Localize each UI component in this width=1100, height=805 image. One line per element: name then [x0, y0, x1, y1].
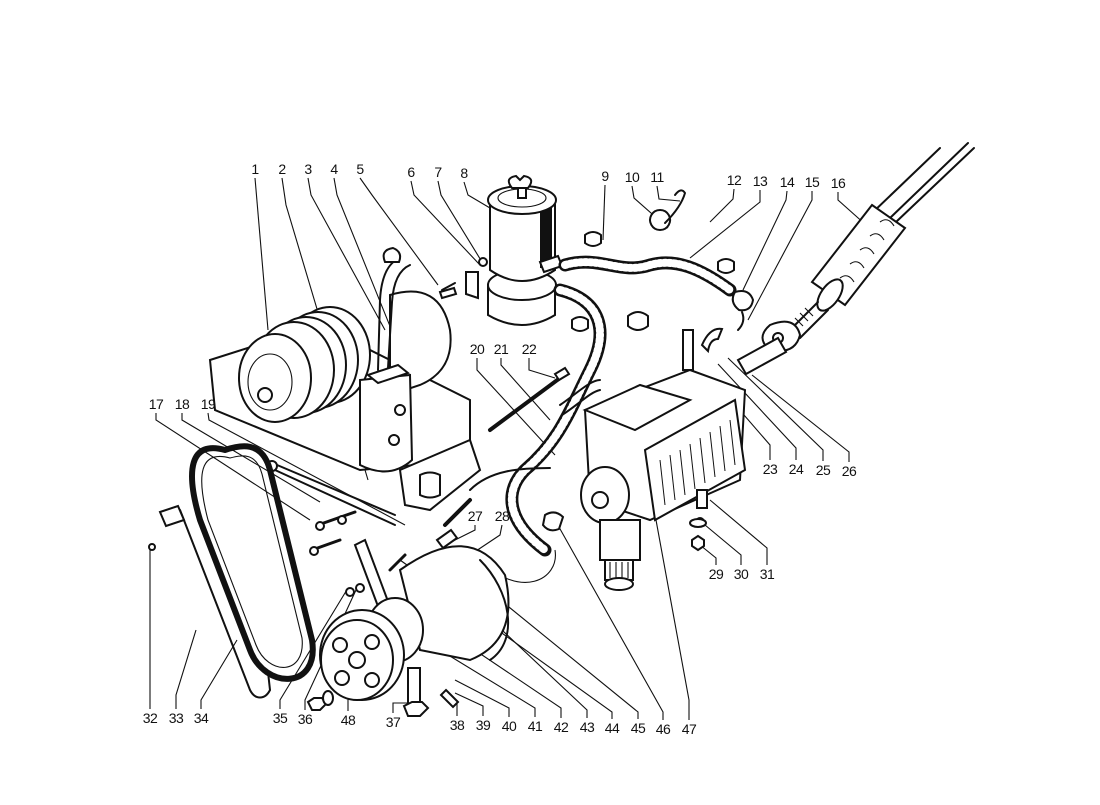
leader-line-35 — [279, 587, 349, 709]
callout-13: 13 — [752, 173, 768, 189]
callout-32: 32 — [142, 710, 158, 726]
callout-4: 4 — [330, 161, 338, 177]
callout-18: 18 — [174, 396, 190, 412]
callout-35: 35 — [272, 710, 288, 726]
callout-19: 19 — [200, 396, 216, 412]
leader-line-30 — [704, 524, 742, 565]
leader-line-13 — [689, 190, 761, 259]
leader-line-1 — [254, 177, 269, 331]
callout-36: 36 — [297, 711, 313, 727]
leader-line-31 — [709, 499, 768, 565]
leader-line-17 — [155, 413, 311, 521]
leader-line-34 — [200, 639, 238, 709]
leader-line-3 — [307, 177, 386, 331]
callout-38: 38 — [449, 717, 465, 733]
callout-25: 25 — [815, 462, 831, 478]
leader-line-9 — [602, 184, 606, 241]
leader-line-8 — [463, 181, 491, 209]
callout-20: 20 — [469, 341, 485, 357]
callout-22: 22 — [521, 341, 537, 357]
callout-10: 10 — [624, 169, 640, 185]
callout-5: 5 — [356, 161, 364, 177]
callout-16: 16 — [830, 175, 846, 191]
leader-line-26 — [751, 374, 850, 462]
rear-pump-illustration — [208, 246, 471, 473]
leader-line-33 — [175, 629, 197, 709]
leader-line-46 — [554, 519, 664, 720]
callout-31: 31 — [759, 566, 775, 582]
steering-column-illustration — [736, 142, 975, 376]
callout-12: 12 — [726, 172, 742, 188]
leader-line-5 — [359, 177, 439, 286]
callout-1: 1 — [251, 161, 259, 177]
hoses-illustration — [469, 255, 755, 583]
leader-line-25 — [727, 357, 824, 461]
callout-8: 8 — [460, 165, 468, 181]
callout-44: 44 — [604, 720, 620, 736]
callout-43: 43 — [579, 719, 595, 735]
reservoir-illustration — [465, 174, 564, 326]
callout-17: 17 — [148, 396, 164, 412]
leader-line-41 — [439, 649, 536, 717]
callout-33: 33 — [168, 710, 184, 726]
callout-3: 3 — [304, 161, 312, 177]
leader-line-40 — [454, 679, 510, 717]
callout-46: 46 — [655, 721, 671, 737]
leader-line-22 — [528, 358, 556, 379]
callout-23: 23 — [762, 461, 778, 477]
callout-21: 21 — [493, 341, 509, 357]
callout-41: 41 — [527, 718, 543, 734]
leader-line-11 — [656, 185, 681, 202]
callout-42: 42 — [553, 719, 569, 735]
leader-line-20 — [476, 358, 556, 456]
callout-6: 6 — [407, 164, 415, 180]
callout-27: 27 — [467, 508, 483, 524]
leader-line-7 — [437, 180, 483, 263]
callout-2: 2 — [278, 161, 286, 177]
leader-line-12 — [709, 188, 735, 223]
callout-28: 28 — [494, 508, 510, 524]
leader-line-16 — [837, 192, 867, 226]
callout-14: 14 — [779, 174, 795, 190]
leader-line-47 — [655, 519, 690, 720]
callout-30: 30 — [733, 566, 749, 582]
callout-11: 11 — [650, 169, 664, 185]
belt-illustration — [148, 443, 316, 699]
callout-45: 45 — [630, 720, 646, 736]
leader-line-28 — [469, 524, 503, 556]
leader-line-43 — [469, 599, 588, 718]
callout-40: 40 — [501, 718, 517, 734]
leader-line-15 — [747, 191, 813, 321]
callout-37: 37 — [385, 714, 401, 730]
callout-26: 26 — [841, 463, 857, 479]
fasteners-illustration — [309, 189, 735, 556]
leader-line-14 — [742, 190, 788, 291]
callout-48: 48 — [340, 712, 356, 728]
bracket-illustration — [266, 366, 571, 526]
front-pump-illustration — [306, 498, 510, 717]
callout-47: 47 — [681, 721, 697, 737]
leader-line-29 — [699, 544, 717, 565]
callout-29: 29 — [708, 566, 724, 582]
callout-9: 9 — [601, 168, 609, 184]
callout-34: 34 — [193, 710, 209, 726]
callout-15: 15 — [804, 174, 820, 190]
leader-line-21 — [500, 358, 551, 421]
steering-box-illustration — [580, 327, 747, 591]
callout-39: 39 — [475, 717, 491, 733]
leader-line-6 — [410, 180, 481, 266]
callout-7: 7 — [434, 164, 442, 180]
leader-line-45 — [487, 589, 639, 719]
leader-line-19 — [207, 412, 406, 526]
leader-line-39 — [454, 692, 484, 716]
callout-24: 24 — [788, 461, 804, 477]
